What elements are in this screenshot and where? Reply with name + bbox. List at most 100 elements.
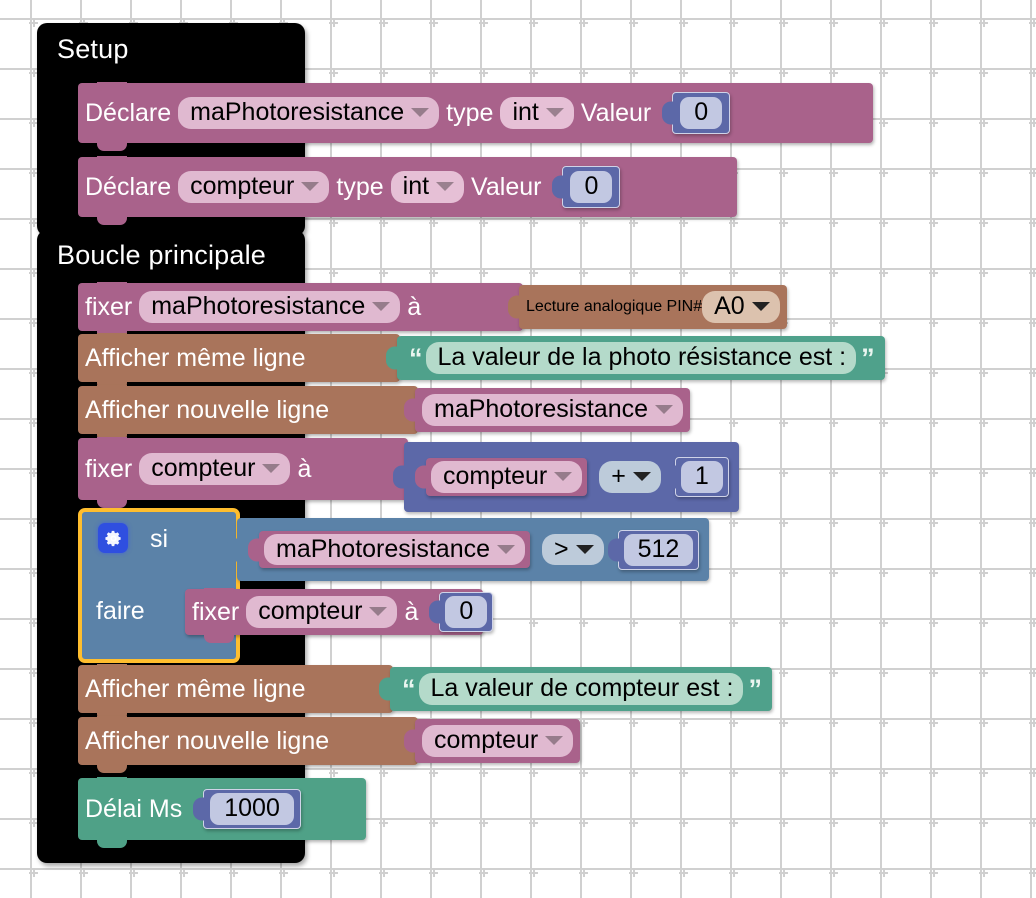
arith-left-variable-dropdown[interactable]: compteur (431, 461, 583, 493)
grid-mark (1029, 268, 1036, 277)
declare-variable-dropdown-2[interactable]: compteur (178, 171, 330, 203)
block-set-compteur[interactable]: fixer compteur à (78, 437, 408, 508)
set-variable-value-1: maPhotoresistance (151, 292, 366, 321)
grid-mark (779, 568, 788, 577)
variable-block-2[interactable]: compteur (415, 719, 581, 763)
grid-mark (479, 768, 488, 777)
if-body-set-variable-dropdown[interactable]: compteur (246, 596, 398, 628)
grid-mark (929, 118, 938, 127)
number-value-1[interactable]: 0 (680, 97, 723, 129)
variable-dropdown-1[interactable]: maPhotoresistance (422, 394, 684, 426)
arith-right-number-block[interactable]: 1 (674, 457, 729, 497)
grid-mark (29, 868, 38, 877)
set-variable-value-2: compteur (151, 454, 256, 483)
block-compare[interactable]: maPhotoresistance > 512 (237, 518, 710, 581)
arith-operator-dropdown[interactable]: + (599, 461, 661, 493)
grid-mark (429, 768, 438, 777)
grid-mark (929, 368, 938, 377)
declare-type-dropdown-2[interactable]: int (390, 171, 465, 203)
block-arithmetic[interactable]: compteur + 1 (404, 442, 739, 512)
grid-mark (429, 268, 438, 277)
if-body-set-connector: à (404, 597, 419, 626)
compare-left-variable-block[interactable]: maPhotoresistance (259, 530, 531, 569)
grid-mark (779, 818, 788, 827)
declare-type-dropdown-1[interactable]: int (500, 97, 574, 129)
grid-mark (979, 218, 988, 227)
grid-mark (929, 418, 938, 427)
compare-left-variable-dropdown[interactable]: maPhotoresistance (264, 533, 526, 566)
block-print-same-line-1[interactable]: Afficher même ligne (78, 333, 400, 390)
variable-dropdown-2[interactable]: compteur (422, 725, 574, 757)
declare-variable-dropdown-1[interactable]: maPhotoresistance (178, 97, 440, 129)
grid-mark (1029, 568, 1036, 577)
grid-mark (429, 818, 438, 827)
number-value-2[interactable]: 0 (570, 171, 613, 203)
block-print-new-line-1[interactable]: Afficher nouvelle ligne (78, 385, 418, 442)
grid-mark (329, 18, 338, 27)
grid-mark (579, 218, 588, 227)
grid-mark (1029, 68, 1036, 77)
number-block-2[interactable]: 0 (562, 166, 621, 208)
number-block-1[interactable]: 0 (672, 92, 731, 134)
grid-mark (379, 68, 388, 77)
grid-mark (579, 18, 588, 27)
text-field-2[interactable]: La valeur de compteur est : (418, 673, 744, 705)
block-declare-1[interactable]: Déclare maPhotoresistance type int Valeu… (78, 82, 873, 151)
print-same-line-label-2: Afficher même ligne (85, 674, 306, 703)
block-analog-read[interactable]: Lecture analogique PIN# A0 (519, 285, 787, 329)
grid-mark (729, 18, 738, 27)
grid-mark (879, 318, 888, 327)
block-if-body-set[interactable]: fixer compteur à 0 (185, 588, 494, 643)
block-set-photoresistance[interactable]: fixer maPhotoresistance à (78, 282, 523, 339)
text-field-1[interactable]: La valeur de la photo résistance est : (425, 342, 857, 374)
grid-mark (829, 468, 838, 477)
compare-right-number-block[interactable]: 512 (617, 529, 700, 570)
block-print-same-line-2[interactable]: Afficher même ligne (78, 664, 393, 721)
grid-mark (679, 68, 688, 77)
set-variable-dropdown-1[interactable]: maPhotoresistance (139, 291, 401, 323)
delay-number-block[interactable]: 1000 (203, 789, 301, 829)
gear-icon[interactable] (98, 523, 128, 553)
do-label: faire (96, 597, 145, 625)
grid-mark (1029, 668, 1036, 677)
text-block-2[interactable]: “ La valeur de compteur est : ” (390, 667, 772, 711)
grid-mark (329, 768, 338, 777)
grid-mark (979, 768, 988, 777)
compare-right-number-value[interactable]: 512 (623, 533, 694, 566)
grid-mark (1029, 768, 1036, 777)
grid-mark (379, 768, 388, 777)
delay-number-value[interactable]: 1000 (210, 793, 294, 825)
if-label: si (150, 525, 169, 553)
block-declare-2[interactable]: Déclare compteur type int Valeur 0 (78, 156, 737, 225)
grid-mark (979, 418, 988, 427)
grid-mark (329, 68, 338, 77)
grid-mark (929, 618, 938, 627)
if-body-number-value[interactable]: 0 (445, 596, 488, 628)
analog-read-pin-dropdown[interactable]: A0 (702, 291, 780, 323)
text-block-1[interactable]: “ La valeur de la photo résistance est :… (397, 336, 885, 380)
chevron-down-icon (436, 182, 455, 191)
arith-operator-value: + (611, 462, 626, 491)
grid-mark (879, 518, 888, 527)
grid-mark (629, 18, 638, 27)
block-delay[interactable]: Délai Ms 1000 (78, 777, 366, 848)
arith-left-variable-block[interactable]: compteur (426, 458, 588, 496)
grid-mark (179, 868, 188, 877)
grid-mark (379, 18, 388, 27)
set-variable-dropdown-2[interactable]: compteur (139, 453, 291, 485)
grid-mark (779, 268, 788, 277)
grid-mark (579, 818, 588, 827)
block-print-new-line-2[interactable]: Afficher nouvelle ligne (78, 716, 418, 773)
grid-mark (529, 18, 538, 27)
compare-operator-dropdown[interactable]: > (542, 533, 604, 566)
chevron-down-icon (262, 464, 281, 473)
print-new-line-label-1: Afficher nouvelle ligne (85, 395, 330, 424)
grid-mark (979, 618, 988, 627)
grid-mark (629, 618, 638, 627)
arith-right-number-value[interactable]: 1 (680, 461, 723, 493)
grid-mark (829, 418, 838, 427)
variable-block-1[interactable]: maPhotoresistance (415, 388, 691, 432)
if-body-number-block[interactable]: 0 (439, 592, 494, 632)
declare-type-value-1: int (512, 98, 539, 127)
